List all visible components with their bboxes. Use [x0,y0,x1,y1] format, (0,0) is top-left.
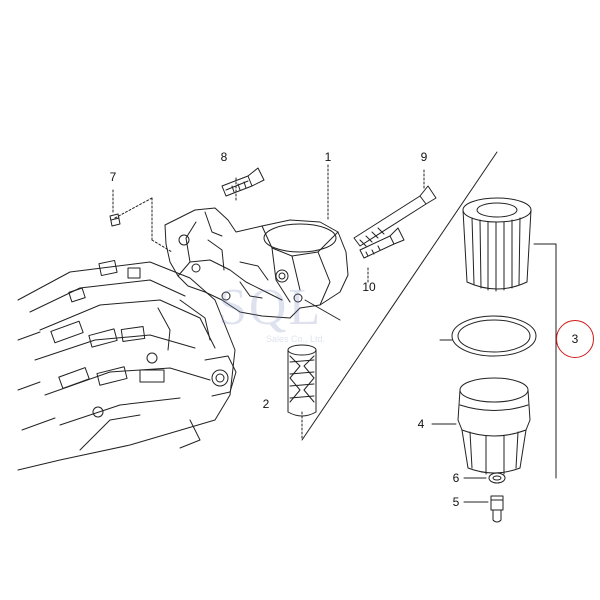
highlight-circle [556,320,594,358]
oil-pan-housing [17,259,237,471]
part-number-4: 4 [417,417,425,431]
part-number-1: 1 [324,150,332,164]
part-number-10: 10 [362,280,376,294]
drain-plug-5 [490,495,504,523]
part-number-6: 6 [452,471,460,485]
bolt-9 [353,185,437,247]
leader-lines [112,164,425,441]
oil-filter-element [462,197,532,292]
oil-strainer [287,344,317,417]
part-number-8: 8 [220,150,228,164]
bolt-10 [359,227,405,259]
filter-cover [457,377,531,475]
oil-filter-housing [164,207,349,319]
part-number-2: 2 [262,397,270,411]
o-ring-seal [451,315,537,357]
callout-lines [431,243,557,503]
frame-lines [301,151,498,441]
part-number-9: 9 [420,150,428,164]
part-number-5: 5 [452,495,460,509]
plug-7 [109,213,121,227]
washer-6 [488,472,506,484]
bolt-8 [221,167,265,197]
part-number-7: 7 [109,170,117,184]
